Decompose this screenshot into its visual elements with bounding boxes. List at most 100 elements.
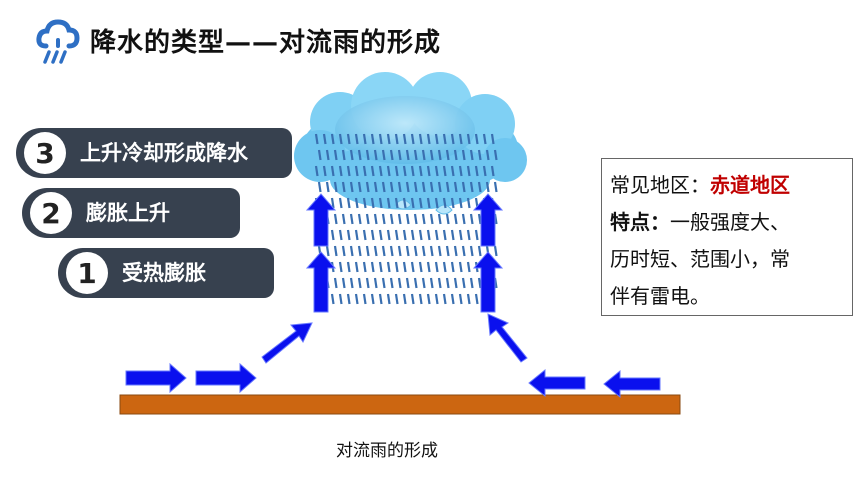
rain-streak — [469, 245, 474, 257]
rain-streak — [349, 277, 354, 289]
rain-streak — [333, 245, 338, 257]
rain-streak — [338, 261, 343, 273]
rain-streak — [458, 229, 463, 241]
rain-streak — [394, 229, 399, 241]
rain-streak — [429, 213, 434, 225]
rain-streak — [346, 229, 351, 241]
rain-streak — [330, 229, 335, 241]
rain-streak — [330, 165, 335, 177]
rain-streak — [474, 229, 479, 241]
rain-streak — [477, 181, 482, 193]
rain-streak — [405, 277, 410, 289]
rain-streak — [405, 181, 410, 193]
rain-streak — [362, 229, 367, 241]
rain-streak — [322, 165, 327, 177]
rain-streak — [357, 277, 362, 289]
step-number: 3 — [24, 132, 66, 174]
rain-streak — [477, 277, 482, 289]
rain-streak — [317, 181, 322, 193]
rain-streak — [429, 149, 434, 161]
rain-streak — [410, 197, 415, 209]
rain-streak — [341, 213, 346, 225]
rain-streak — [370, 261, 375, 273]
rain-streak — [357, 181, 362, 193]
ground-surface — [119, 394, 681, 415]
rain-streak — [453, 213, 458, 225]
rain-streak — [333, 213, 338, 225]
rain-streak — [474, 165, 479, 177]
rain-streak — [413, 213, 418, 225]
rain-streak — [461, 245, 466, 257]
rain-streak — [453, 181, 458, 193]
rain-streak — [317, 149, 322, 161]
rain-streak — [442, 229, 447, 241]
rain-streak — [426, 197, 431, 209]
rain-streak — [426, 293, 431, 305]
rain-streak — [461, 149, 466, 161]
arrow-up-right — [261, 322, 313, 364]
rain-streak — [389, 181, 394, 193]
rain-streak — [477, 245, 482, 257]
rain-streak — [362, 165, 367, 177]
rain-streak — [362, 293, 367, 305]
rain-streak — [413, 181, 418, 193]
rain-streak — [346, 165, 351, 177]
rain-streak — [490, 165, 495, 177]
arrow-up-right-lower — [472, 251, 504, 313]
rain-streak — [477, 149, 482, 161]
rain-streak — [397, 245, 402, 257]
rain-streak — [442, 261, 447, 273]
rain-streak — [450, 165, 455, 177]
rain-streak — [402, 165, 407, 177]
rain-streak — [442, 293, 447, 305]
rain-streak — [450, 293, 455, 305]
rain-streak — [453, 245, 458, 257]
rain-streak — [394, 293, 399, 305]
rain-streak — [378, 293, 383, 305]
rain-streak — [413, 277, 418, 289]
step-number: 1 — [66, 252, 108, 294]
rain-streak — [341, 277, 346, 289]
rain-streak — [469, 181, 474, 193]
rain-streak — [381, 277, 386, 289]
step-label: 受热膨胀 — [122, 261, 206, 285]
rain-streak — [402, 261, 407, 273]
rain-streak — [338, 293, 343, 305]
rain-streak — [370, 133, 375, 145]
rain-streak — [437, 245, 442, 257]
rain-streak — [434, 133, 439, 145]
arrow-up-right-upper — [472, 193, 504, 247]
arrow-right-1 — [125, 362, 187, 394]
airflow-arrows — [125, 193, 661, 399]
arrow-left-2 — [528, 368, 586, 398]
rain-streak — [338, 197, 343, 209]
rain-streak — [386, 293, 391, 305]
rain-streak — [365, 181, 370, 193]
cloud — [294, 72, 527, 215]
rain-streak — [466, 293, 471, 305]
rain-streak — [485, 149, 490, 161]
rain-streak — [405, 245, 410, 257]
rain-streak — [426, 229, 431, 241]
feature-line-1: 特点：一般强度大、 — [610, 204, 844, 241]
rain-streak — [370, 293, 375, 305]
rain-streak — [389, 149, 394, 161]
rain-streak — [458, 261, 463, 273]
rain-streak — [410, 133, 415, 145]
rain-streak — [418, 133, 423, 145]
arrow-right-2 — [195, 362, 257, 394]
arrow-left-1 — [603, 369, 661, 399]
rain-streak — [397, 277, 402, 289]
rain-streak — [349, 245, 354, 257]
rain-streak — [458, 165, 463, 177]
rain-streak — [402, 133, 407, 145]
rain-streak — [349, 181, 354, 193]
rain-streak — [458, 133, 463, 145]
rain-streak — [333, 181, 338, 193]
rain-streak — [373, 181, 378, 193]
rain-streak — [373, 277, 378, 289]
rain-streak — [437, 213, 442, 225]
rain-streak — [402, 197, 407, 209]
rain-streak — [314, 133, 319, 145]
region-value: 赤道地区 — [710, 173, 790, 197]
